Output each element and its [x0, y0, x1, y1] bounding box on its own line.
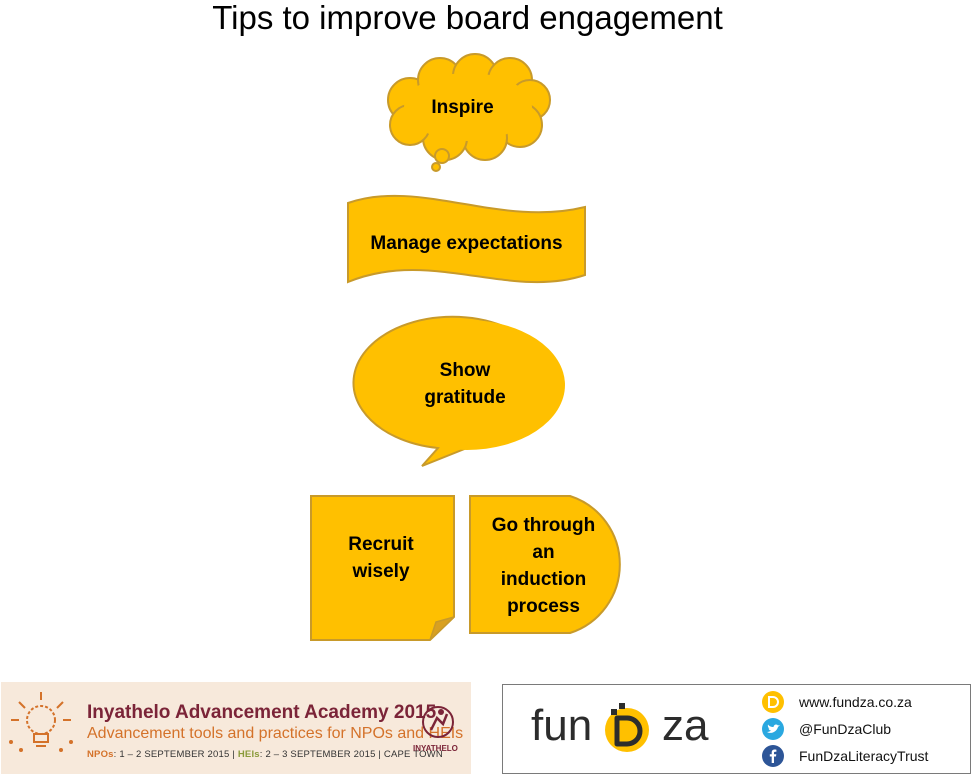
lightbulb-icon	[9, 692, 73, 752]
hei-dates: : 2 – 3 SEPTEMBER 2015 | CAPE TOWN	[259, 749, 443, 760]
manage-expectations-label: Manage expectations	[350, 228, 583, 258]
wave-shape	[347, 194, 586, 284]
show-gratitude-line2: gratitude	[424, 387, 506, 408]
twitter-row[interactable]: @FunDzaClub	[761, 718, 891, 740]
induction-line3: induction	[500, 569, 587, 590]
speech-bubble-fill	[369, 320, 565, 450]
academy-subtitle: Advancement tools and practices for NPOs…	[87, 725, 464, 742]
recruit-wisely-label: Recruit wisely	[316, 530, 446, 586]
academy-dates: NPOs: 1 – 2 SEPTEMBER 2015 | HEIs: 2 – 3…	[87, 749, 443, 760]
npo-label: NPOs	[87, 749, 114, 760]
facebook-page[interactable]: FunDzaLiteracyTrust	[799, 748, 929, 764]
show-gratitude-line1: Show	[439, 360, 491, 381]
recruit-wisely-line2: wisely	[352, 561, 410, 582]
recruit-wisely-line1: Recruit	[348, 534, 414, 555]
fundza-logo-za: za	[662, 701, 709, 750]
note-fold	[429, 616, 455, 641]
hei-label: HEIs	[237, 749, 260, 760]
academy-title: Inyathelo Advancement Academy 2015	[87, 702, 437, 723]
inyathelo-logo-icon	[422, 706, 454, 738]
induction-process-label: Go through an induction process	[476, 510, 611, 622]
induction-line4: process	[507, 596, 580, 617]
twitter-handle[interactable]: @FunDzaClub	[799, 721, 892, 737]
manage-expectations-text: Manage expectations	[370, 232, 563, 254]
facebook-row[interactable]: FunDzaLiteracyTrust	[761, 745, 928, 767]
cloud-fill	[404, 73, 532, 141]
fundza-web-icon	[762, 691, 784, 713]
facebook-icon	[762, 745, 784, 767]
twitter-icon	[762, 718, 784, 740]
induction-line2: an	[532, 542, 555, 563]
npo-dates: : 1 – 2 SEPTEMBER 2015 |	[113, 749, 235, 760]
inspire-label: Inspire	[400, 92, 525, 122]
show-gratitude-label: Show gratitude	[380, 355, 550, 413]
inspire-text: Inspire	[431, 96, 494, 118]
diagram-shapes	[310, 53, 621, 641]
page-title: Tips to improve board engagement	[212, 0, 723, 36]
inyathelo-logo-text: INYATHELO	[413, 744, 458, 753]
delay-shape	[469, 495, 621, 634]
fundza-logo-fun: fun	[531, 701, 593, 750]
website-link[interactable]: www.fundza.co.za	[799, 694, 912, 710]
fundza-logo-mark-icon	[605, 703, 649, 752]
fundza-banner: fun za www.fundza.co.za @FunDzaClub FunD…	[502, 684, 971, 774]
website-row[interactable]: www.fundza.co.za	[761, 691, 912, 713]
inyathelo-banner: Inyathelo Advancement Academy 2015 Advan…	[1, 682, 471, 774]
induction-line1: Go through	[491, 515, 596, 536]
